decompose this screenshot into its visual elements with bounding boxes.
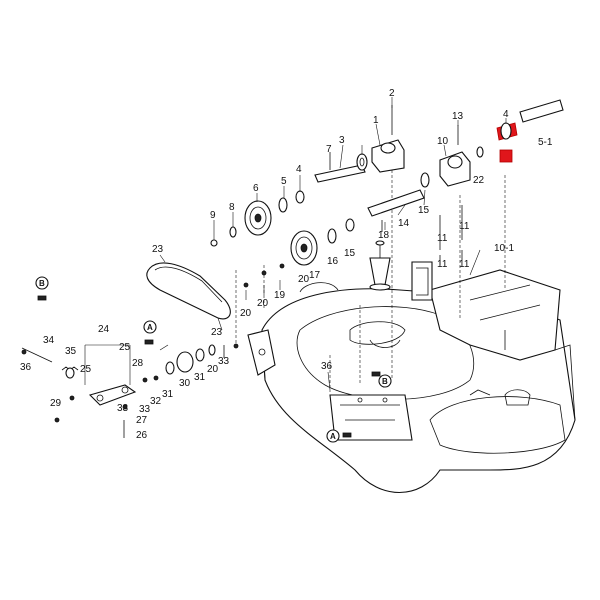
label-4a: 4 — [296, 164, 302, 175]
label-31b: 31 — [194, 372, 206, 383]
label-20a: 20 — [240, 308, 252, 319]
spindle-center — [369, 240, 391, 291]
label-34: 34 — [43, 335, 55, 346]
label-30: 30 — [179, 378, 191, 389]
label-22: 22 — [473, 175, 485, 186]
label-red-4: 4 — [503, 109, 509, 120]
label-15a: 15 — [418, 205, 430, 216]
label-33b: 33 — [218, 356, 230, 367]
leader-lines — [84, 97, 507, 391]
label-25a: 25 — [119, 342, 131, 353]
label-31a: 31 — [162, 389, 174, 400]
label-24: 24 — [98, 324, 110, 335]
label-11b: 11 — [459, 221, 470, 232]
hardware-dots — [21, 263, 285, 423]
label-19: 19 — [274, 290, 286, 301]
spring — [21, 347, 79, 379]
label-11d: 11 — [459, 259, 470, 270]
label-28: 28 — [132, 358, 144, 369]
label-13: 13 — [452, 111, 464, 122]
label-33c: 33 — [117, 403, 129, 414]
label-20d: 20 — [207, 364, 219, 375]
callout-b-deck: B — [371, 371, 392, 388]
label-36a: 36 — [20, 362, 32, 373]
callout-b-top: B — [35, 276, 49, 301]
front-bracket — [329, 394, 413, 441]
label-5-1: 5-1 — [538, 137, 553, 148]
label-7: 7 — [326, 144, 332, 155]
callout-a-top: A — [143, 320, 157, 345]
svg-text:A: A — [147, 323, 153, 332]
idler-assembly — [165, 344, 225, 375]
callout-a-deck: A — [326, 429, 352, 443]
label-9: 9 — [210, 210, 216, 221]
spindle-assembly — [210, 99, 564, 266]
label-23b: 23 — [211, 327, 223, 338]
label-15b: 15 — [344, 248, 356, 259]
label-27: 27 — [136, 415, 148, 426]
deck-arm — [247, 329, 276, 376]
discharge-chute — [429, 269, 561, 361]
svg-text:A: A — [330, 432, 336, 441]
label-17: 17 — [309, 270, 321, 281]
deck-bracket — [411, 261, 433, 301]
label-10-1: 10-1 — [494, 243, 514, 254]
label-29: 29 — [50, 398, 62, 409]
label-1: 1 — [373, 115, 379, 126]
label-18: 18 — [378, 230, 390, 241]
label-23a: 23 — [152, 244, 164, 255]
svg-text:B: B — [382, 377, 388, 386]
label-20c: 20 — [298, 274, 310, 285]
label-32: 32 — [150, 396, 162, 407]
label-25b: 25 — [80, 364, 92, 375]
label-5: 5 — [281, 176, 287, 187]
svg-text:B: B — [39, 279, 45, 288]
label-2: 2 — [389, 88, 395, 99]
part-numbers: 2 1 3 7 4 5 6 8 9 10 13 4 5-1 22 15 14 1… — [20, 88, 553, 441]
label-26: 26 — [136, 430, 148, 441]
label-33a: 33 — [139, 404, 151, 415]
label-14: 14 — [398, 218, 410, 229]
highlighted-part-4 — [499, 149, 513, 163]
label-35: 35 — [65, 346, 77, 357]
label-6: 6 — [253, 183, 259, 194]
label-16: 16 — [327, 256, 339, 267]
label-11a: 11 — [437, 233, 448, 244]
label-8: 8 — [229, 202, 235, 213]
label-36b: 36 — [321, 361, 333, 372]
label-10: 10 — [437, 136, 449, 147]
drive-belt — [146, 262, 231, 320]
label-11c: 11 — [437, 259, 448, 270]
label-20b: 20 — [257, 298, 269, 309]
tension-arm — [88, 384, 137, 438]
label-3: 3 — [339, 135, 345, 146]
